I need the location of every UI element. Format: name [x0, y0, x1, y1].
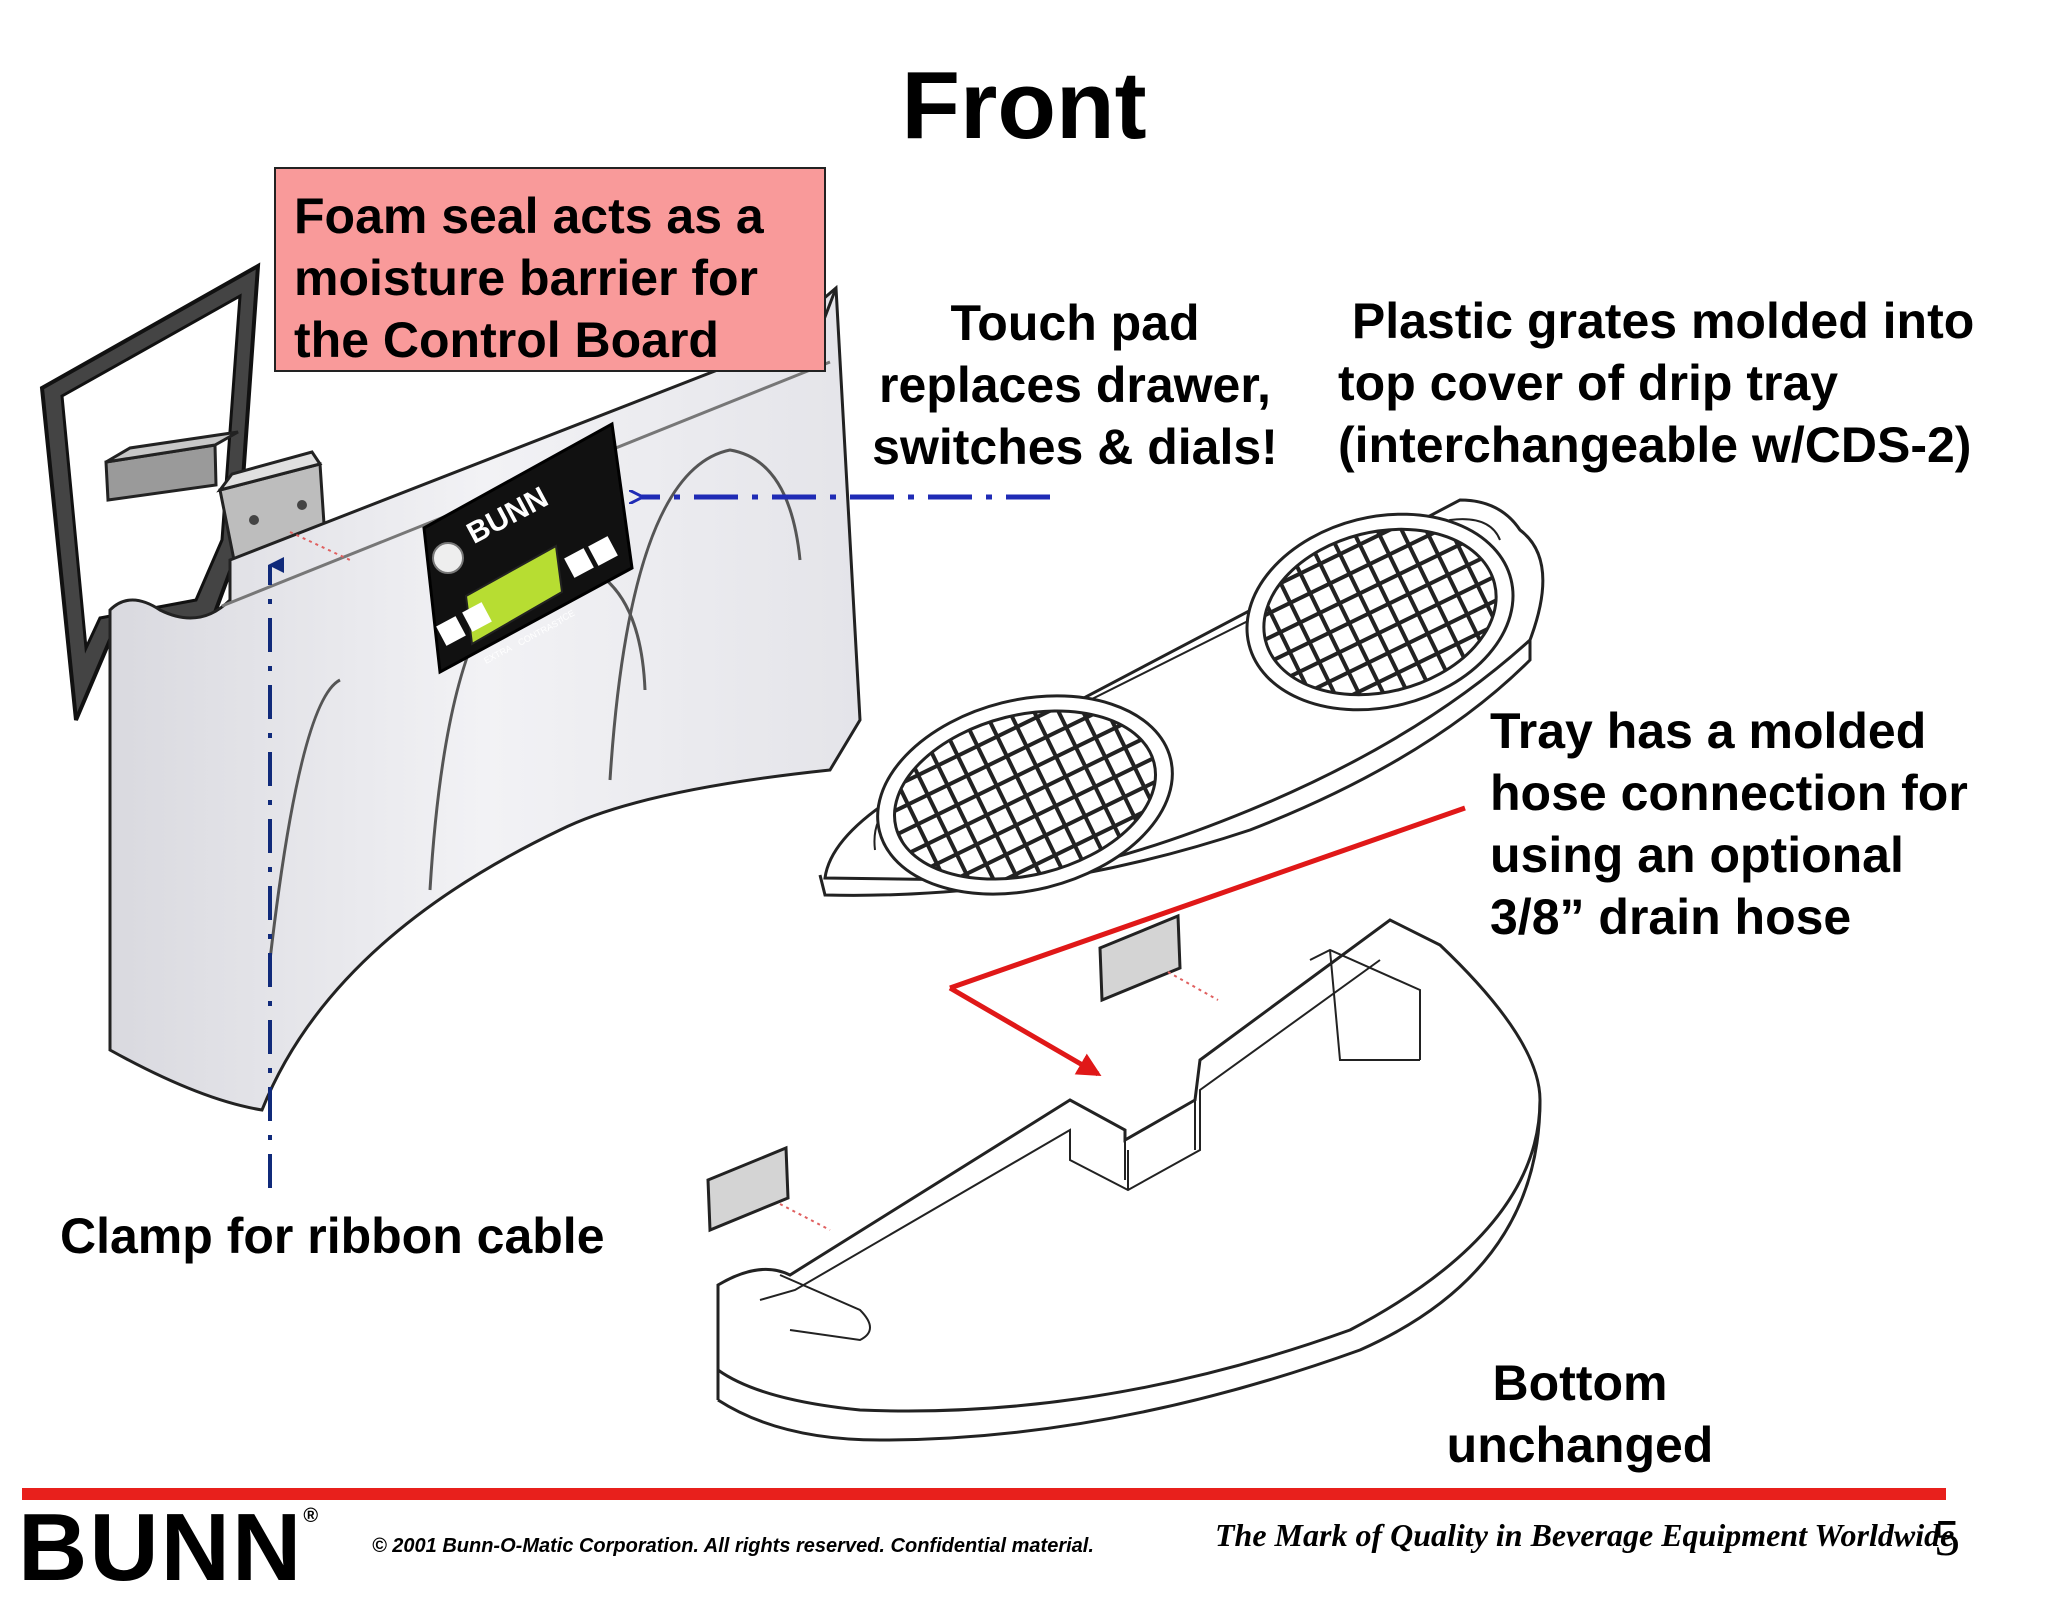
bunn-logo-text: BUNN	[18, 1494, 304, 1601]
tray-hose-arrow	[948, 805, 1466, 1077]
touch-pad-button	[588, 536, 618, 566]
tray-hose-line: using an optional	[1490, 827, 1904, 883]
foam-pad-left	[706, 1145, 790, 1233]
touch-pad-line: replaces drawer,	[879, 357, 1271, 413]
tray-hose-callout: Tray has a molded hose connection for us…	[1490, 700, 1968, 948]
page-number: 5	[1934, 1510, 1960, 1567]
footer-divider	[22, 1488, 1946, 1500]
tray-hose-line: Tray has a molded	[1490, 703, 1927, 759]
drip-tray-grate-left	[893, 709, 1157, 881]
ribbon-cable-clamp	[104, 430, 326, 563]
registered-mark: ®	[303, 1505, 319, 1527]
page-title: Front	[901, 52, 1147, 159]
plastic-grates-line: Plastic grates molded into	[1338, 293, 1975, 349]
touch-pad-dial-icon	[432, 542, 464, 574]
plastic-grates-line: (interchangeable w/CDS-2)	[1338, 417, 1972, 473]
foam-pad-right	[1098, 913, 1182, 1003]
tray-hose-line: hose connection for	[1490, 765, 1968, 821]
drip-tray-grate-right	[1262, 527, 1498, 697]
clamp-callout: Clamp for ribbon cable	[60, 1208, 605, 1264]
touch-pad-button	[462, 602, 492, 632]
drip-tray-top-cover	[818, 498, 1545, 897]
copyright-notice: © 2001 Bunn-O-Matic Corporation. All rig…	[372, 1535, 1094, 1557]
touch-pad-line: Touch pad	[950, 295, 1200, 351]
bottom-line: Bottom	[1492, 1355, 1668, 1411]
foam-seal-line: the Control Board	[294, 312, 719, 368]
bunn-logo: BUNN®	[18, 1500, 318, 1596]
tagline: The Mark of Quality in Beverage Equipmen…	[1215, 1517, 1955, 1553]
tray-hose-line: 3/8” drain hose	[1490, 889, 1852, 945]
drip-tray-bottom	[716, 918, 1542, 1442]
bottom-line: unchanged	[1446, 1417, 1714, 1473]
foam-seal-line: moisture barrier for	[294, 250, 759, 306]
touch-pad-line: switches & dials!	[872, 419, 1278, 475]
touch-pad-button	[564, 548, 594, 578]
plastic-grates-line: top cover of drip tray	[1338, 355, 1839, 411]
touch-pad-button	[436, 616, 466, 646]
bottom-unchanged-callout: Bottom unchanged	[1280, 1352, 1880, 1476]
plastic-grates-callout: Plastic grates molded into top cover of …	[1338, 290, 1974, 476]
foam-seal-callout: Foam seal acts as a moisture barrier for…	[274, 167, 826, 372]
touch-pad-callout: Touch pad replaces drawer, switches & di…	[845, 292, 1305, 478]
foam-seal-line: Foam seal acts as a	[294, 188, 764, 244]
